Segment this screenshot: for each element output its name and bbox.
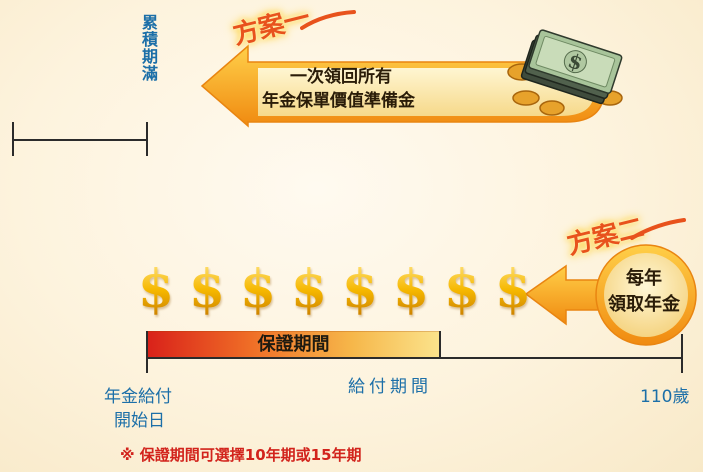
dollar-sign-icon: $ — [341, 259, 379, 320]
plan1-arrow — [200, 44, 605, 128]
guarantee-period-bar — [147, 331, 440, 358]
plan2-underline-swash — [630, 218, 686, 240]
dollar-sign-icon: $ — [239, 259, 277, 320]
accumulation-end-label: 累積期滿 — [139, 14, 158, 82]
plan1-text-line1: 一次領回所有 — [290, 67, 392, 87]
dollar-sign-icon: $ — [443, 259, 481, 320]
guarantee-end-tick — [439, 331, 441, 359]
dollar-sign-icon: $ — [137, 259, 175, 320]
payment-period-label: 給付期間 — [348, 377, 432, 397]
accumulation-line-left-tick — [12, 122, 14, 156]
payment-start-tick — [146, 331, 148, 373]
accumulation-line — [12, 139, 148, 141]
dollar-sign-icon: $ — [290, 259, 328, 320]
dollar-sign-icon: $ — [392, 259, 430, 320]
plan2-text-line2: 領取年金 — [608, 294, 680, 315]
payment-timeline — [146, 357, 683, 359]
dollar-sign-icon: $ — [188, 259, 226, 320]
money-stack-icon: $ — [507, 29, 623, 116]
plan1-text-line2: 年金保單價值準備金 — [262, 91, 415, 111]
payment-start-label-line2: 開始日 — [114, 411, 165, 431]
payment-end-label: 110歲 — [640, 387, 690, 407]
plan1-underline-swash — [300, 10, 356, 30]
accumulation-line-right-tick — [146, 122, 148, 156]
dollar-sign-icon: $ — [494, 259, 532, 320]
guarantee-period-label: 保證期間 — [257, 334, 330, 355]
plan2-text-line1: 每年 — [626, 268, 662, 289]
payment-start-label-line1: 年金給付 — [104, 387, 172, 407]
footnote: ※ 保證期間可選擇10年期或15年期 — [120, 446, 362, 464]
payment-end-tick — [681, 334, 683, 373]
plan2-arrow — [524, 244, 697, 346]
